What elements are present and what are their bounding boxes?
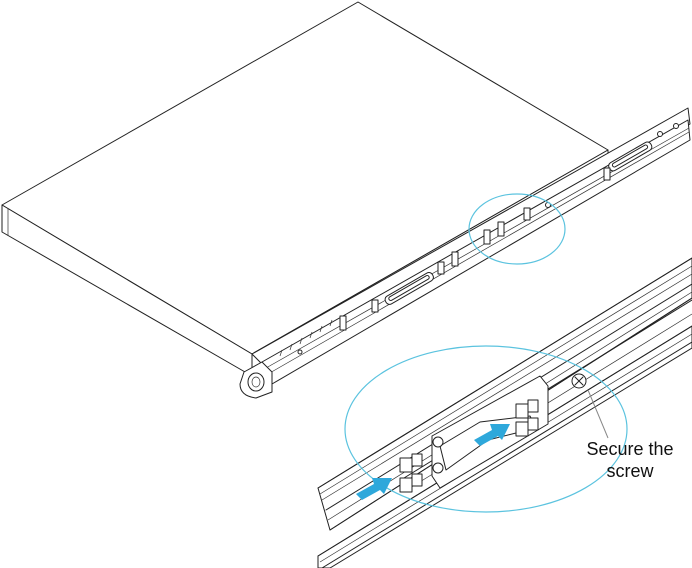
push-arrow-icon bbox=[356, 478, 392, 500]
server-chassis bbox=[1, 1, 609, 377]
callout-line-2: screw bbox=[606, 461, 654, 481]
chassis-front-ear bbox=[239, 361, 273, 399]
detail-highlight-ellipse-small bbox=[468, 193, 566, 265]
screw-leader-line bbox=[587, 389, 609, 439]
push-arrow-icon bbox=[474, 424, 510, 446]
screw-callout-label: Secure the screw bbox=[560, 438, 692, 482]
screw-icon bbox=[571, 373, 587, 389]
detail-highlight-ellipse-large bbox=[344, 345, 628, 513]
callout-line-1: Secure the bbox=[586, 439, 674, 459]
